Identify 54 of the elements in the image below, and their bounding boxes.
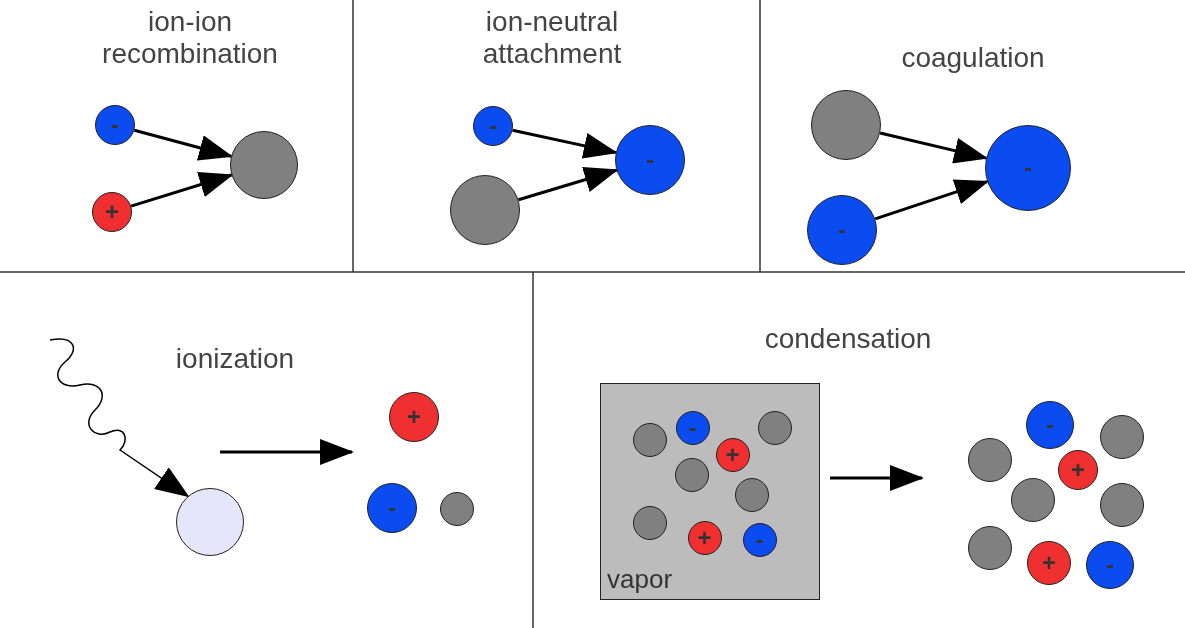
charge-sign: - <box>838 218 846 242</box>
panel-title: ionization <box>174 343 296 375</box>
ion-circle <box>92 192 132 232</box>
ion-circle <box>1058 450 1098 490</box>
charge-sign: - <box>489 114 497 138</box>
charge-sign: - <box>755 527 764 552</box>
panel-title: condensation <box>763 323 933 355</box>
panel-title: ion-ion recombination <box>101 6 279 70</box>
ion-circle <box>1026 401 1074 449</box>
charge-sign: - <box>646 148 654 172</box>
arrow <box>830 465 924 491</box>
ion-circle <box>687 520 722 555</box>
arrow <box>879 131 989 164</box>
panel-title: coagulation <box>900 42 1046 74</box>
charge-sign: - <box>388 496 396 520</box>
arrow <box>512 128 618 159</box>
arrow <box>518 167 619 202</box>
charge-sign: - <box>1024 156 1032 180</box>
particle-circle <box>968 438 1012 482</box>
particle-circle <box>1100 483 1144 527</box>
charge-sign: - <box>1106 553 1114 577</box>
charge-sign: - <box>111 113 119 137</box>
charge-sign: + <box>725 442 740 467</box>
ion-circle <box>675 410 710 445</box>
particle-circle <box>757 410 792 445</box>
ion-circle <box>1027 541 1071 585</box>
vapor-box <box>600 383 820 600</box>
charge-sign: + <box>105 200 119 224</box>
charge-sign: + <box>407 405 421 429</box>
particle-circle <box>632 505 667 540</box>
particle-circle <box>968 526 1012 570</box>
vapor-label: vapor <box>607 564 673 595</box>
particle-circle <box>674 457 709 492</box>
ion-circle <box>367 483 417 533</box>
panel-title: ion-neutral attachment <box>481 6 623 70</box>
charge-sign: - <box>1046 413 1054 437</box>
charge-sign: - <box>688 415 697 440</box>
ion-circle <box>389 392 439 442</box>
wavy-arrow <box>49 338 190 498</box>
ion-circle <box>473 106 513 146</box>
particle-circle <box>734 477 769 512</box>
arrow <box>874 179 990 221</box>
particle-circle <box>1011 478 1055 522</box>
ion-circle <box>1086 541 1134 589</box>
ion-circle <box>95 105 135 145</box>
charge-sign: + <box>1071 458 1085 482</box>
charge-sign: + <box>697 525 712 550</box>
particle-circle <box>1100 415 1144 459</box>
particle-circle <box>440 492 474 526</box>
ion-circle <box>742 522 777 557</box>
ion-circle <box>715 437 750 472</box>
particle-circle <box>632 422 667 457</box>
charge-sign: + <box>1042 551 1056 575</box>
arrow <box>130 172 234 208</box>
